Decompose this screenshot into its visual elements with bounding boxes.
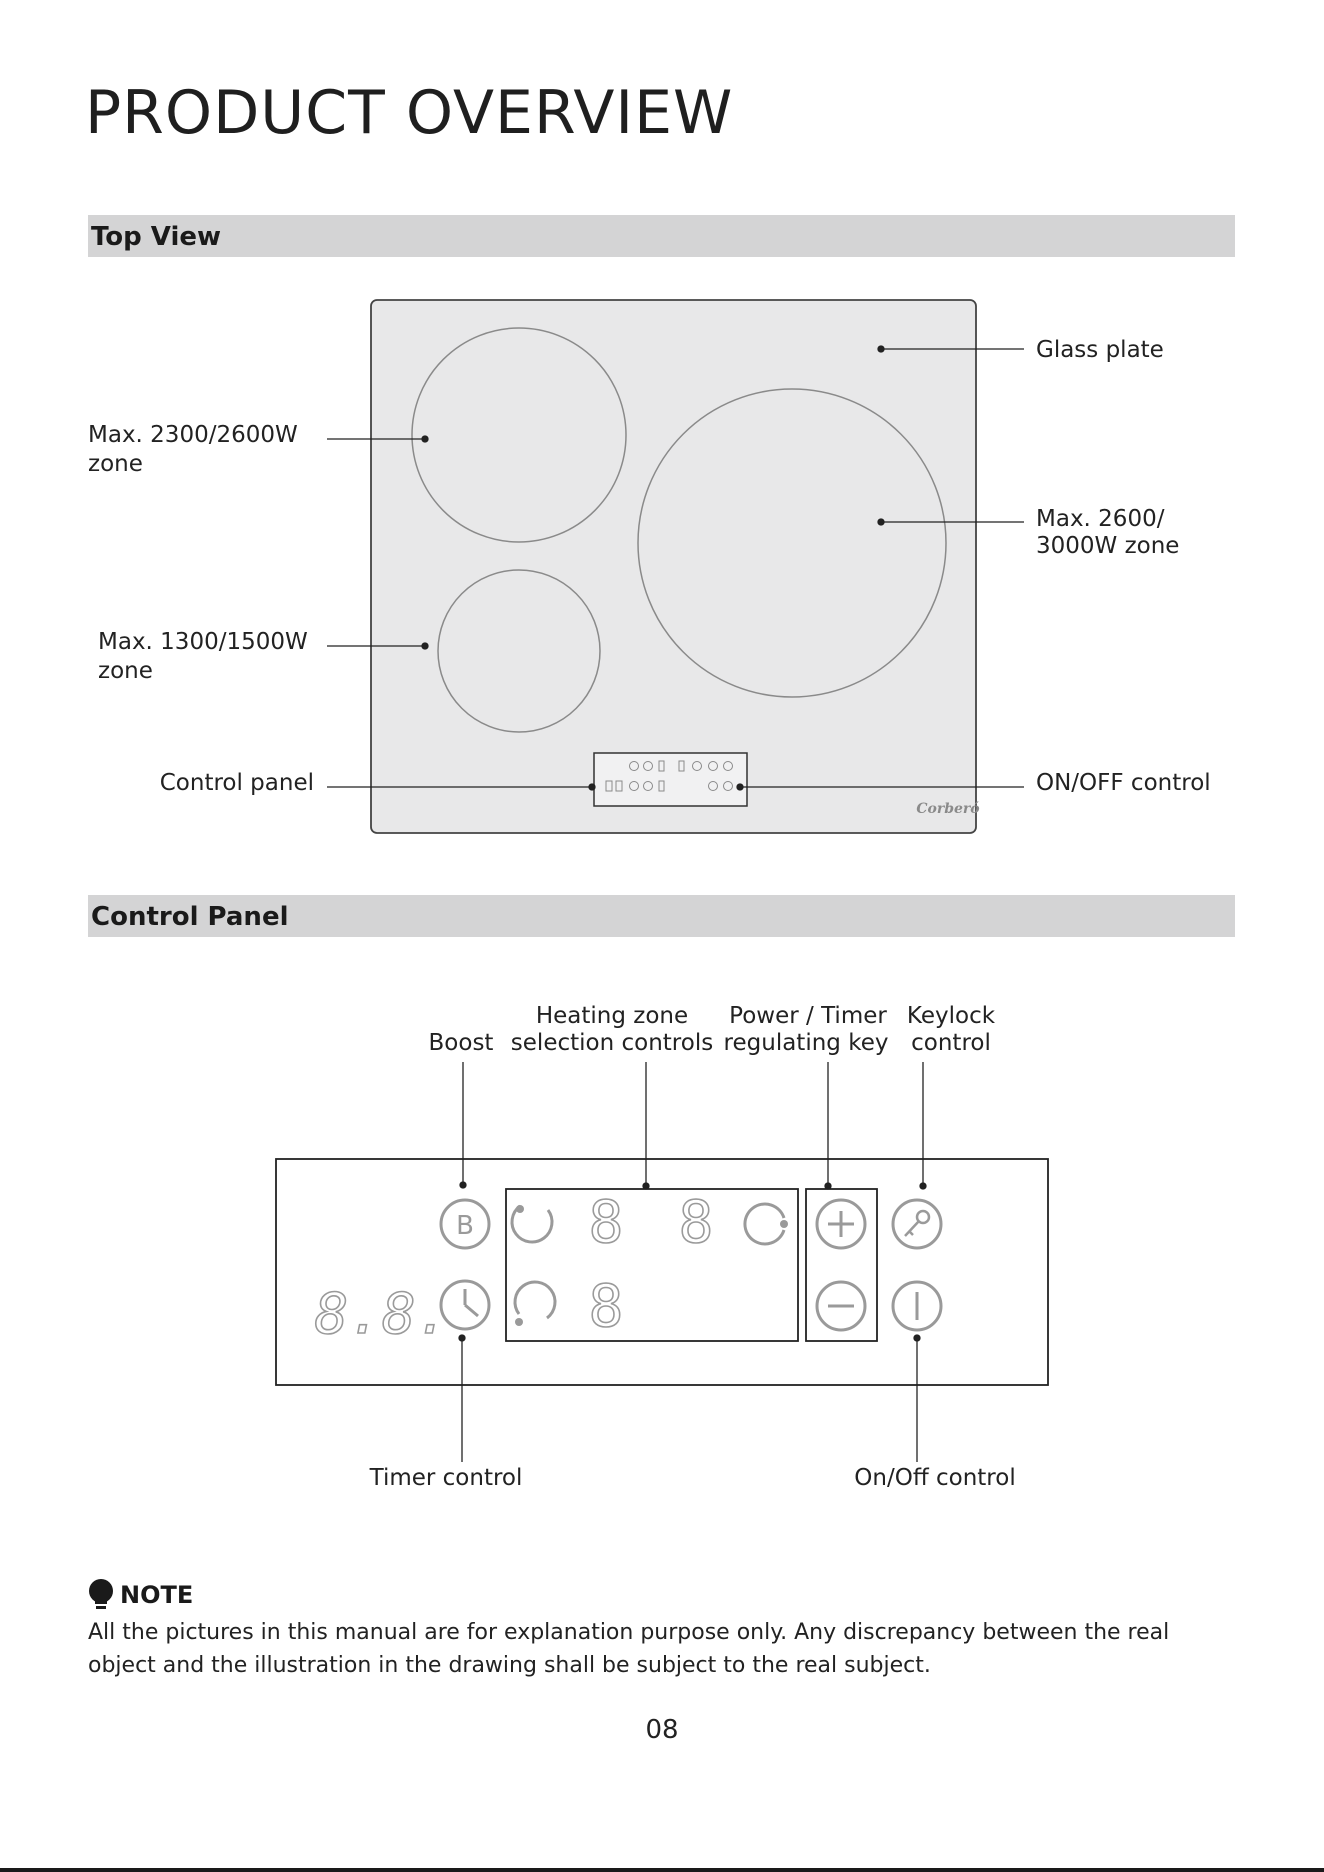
label-boost: Boost bbox=[428, 1030, 494, 1056]
label-zone-large-2: 3000W zone bbox=[1036, 533, 1180, 559]
label-on-off-top: ON/OFF control bbox=[1036, 770, 1211, 796]
label-heating-zone-1: Heating zone bbox=[535, 1003, 689, 1029]
label-power-timer-1: Power / Timer bbox=[729, 1003, 887, 1029]
power-icon[interactable] bbox=[891, 1280, 943, 1332]
label-zone-bottom-left-2: zone bbox=[98, 658, 153, 684]
boost-icon[interactable] bbox=[439, 1198, 491, 1250]
zone-selection-box bbox=[505, 1188, 799, 1342]
label-zone-large-1: Max. 2600/ bbox=[1036, 506, 1165, 532]
plus-icon[interactable] bbox=[815, 1198, 867, 1250]
note-heading: NOTE bbox=[120, 1581, 194, 1609]
glass-plate bbox=[370, 299, 977, 834]
zone-top-left bbox=[411, 327, 627, 543]
note-heading-row: NOTE bbox=[88, 1580, 193, 1610]
label-zone-bottom-left-1: Max. 1300/1500W bbox=[98, 629, 308, 655]
bottom-rule bbox=[0, 1868, 1324, 1872]
zone-ring-icon[interactable] bbox=[743, 1202, 786, 1246]
label-heating-zone-2: selection controls bbox=[510, 1030, 714, 1056]
mini-control-icons bbox=[605, 760, 733, 792]
zone-ring-dot bbox=[780, 1220, 788, 1228]
zone-digit: 8 bbox=[679, 1188, 714, 1256]
mini-control-panel bbox=[593, 752, 748, 807]
boost-letter: B bbox=[456, 1211, 474, 1241]
section-bar-control-panel: Control Panel bbox=[88, 895, 1235, 937]
zone-ring-dot bbox=[516, 1205, 524, 1213]
page-title: PRODUCT OVERVIEW bbox=[85, 78, 734, 148]
zone-ring-dot bbox=[515, 1318, 523, 1326]
label-on-off-control: On/Off control bbox=[854, 1465, 1016, 1491]
section-bar-top-view: Top View bbox=[88, 215, 1235, 257]
power-timer-box bbox=[805, 1188, 878, 1342]
label-control-panel: Control panel bbox=[159, 770, 314, 796]
zone-digit: 8 bbox=[589, 1272, 624, 1340]
zone-digit: 8 bbox=[589, 1188, 624, 1256]
zone-bottom-left bbox=[437, 569, 601, 733]
label-keylock-2: control bbox=[911, 1030, 991, 1056]
key-icon[interactable] bbox=[891, 1198, 943, 1250]
note-text: All the pictures in this manual are for … bbox=[88, 1620, 1170, 1678]
section-heading-top-view: Top View bbox=[91, 222, 222, 252]
zone-large bbox=[637, 388, 947, 698]
timer-display: 8.8. bbox=[315, 1282, 450, 1347]
zone-ring-icon[interactable] bbox=[513, 1280, 557, 1320]
page-number: 08 bbox=[645, 1715, 679, 1745]
label-timer-control: Timer control bbox=[369, 1465, 523, 1491]
zone-ring-icon[interactable] bbox=[510, 1204, 554, 1244]
control-panel-frame bbox=[275, 1158, 1049, 1386]
label-zone-top-left-2: zone bbox=[88, 451, 143, 477]
label-keylock-1: Keylock bbox=[906, 1003, 996, 1029]
lightbulb-icon bbox=[89, 1579, 113, 1609]
brand-mark: Corberó bbox=[916, 801, 979, 817]
minus-icon[interactable] bbox=[815, 1280, 867, 1332]
label-glass-plate: Glass plate bbox=[1036, 337, 1164, 363]
section-heading-control-panel: Control Panel bbox=[91, 902, 289, 932]
label-zone-top-left-1: Max. 2300/2600W bbox=[88, 422, 298, 448]
clock-icon[interactable] bbox=[439, 1279, 491, 1331]
label-power-timer-2: regulating key bbox=[723, 1030, 889, 1056]
